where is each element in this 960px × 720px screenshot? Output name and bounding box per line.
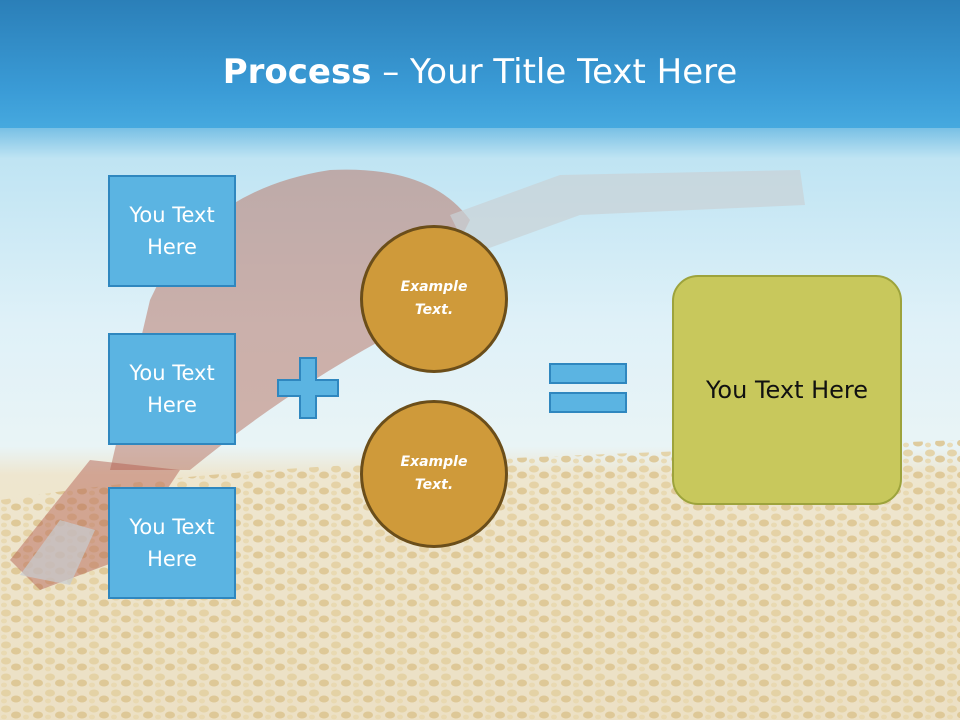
slide-title: Process – Your Title Text Here: [0, 52, 960, 92]
circle-label: Example Text.: [400, 279, 468, 318]
input-box-2: You Text Here: [108, 333, 236, 445]
circle-label: Example Text.: [400, 454, 468, 493]
equals-icon: [549, 363, 627, 413]
input-box-3: You Text Here: [108, 487, 236, 599]
input-box-1: You Text Here: [108, 175, 236, 287]
input-box-label: You Text Here: [129, 203, 215, 259]
input-box-label: You Text Here: [129, 515, 215, 571]
example-circle-1: Example Text.: [360, 225, 508, 373]
example-circle-2: Example Text.: [360, 400, 508, 548]
result-box: You Text Here: [672, 275, 902, 505]
title-bold: Process: [222, 52, 372, 92]
plus-icon: [277, 357, 339, 419]
title-rest: – Your Title Text Here: [371, 52, 738, 92]
result-label: You Text Here: [705, 376, 869, 404]
title-band: [0, 0, 960, 128]
input-box-label: You Text Here: [129, 361, 215, 417]
